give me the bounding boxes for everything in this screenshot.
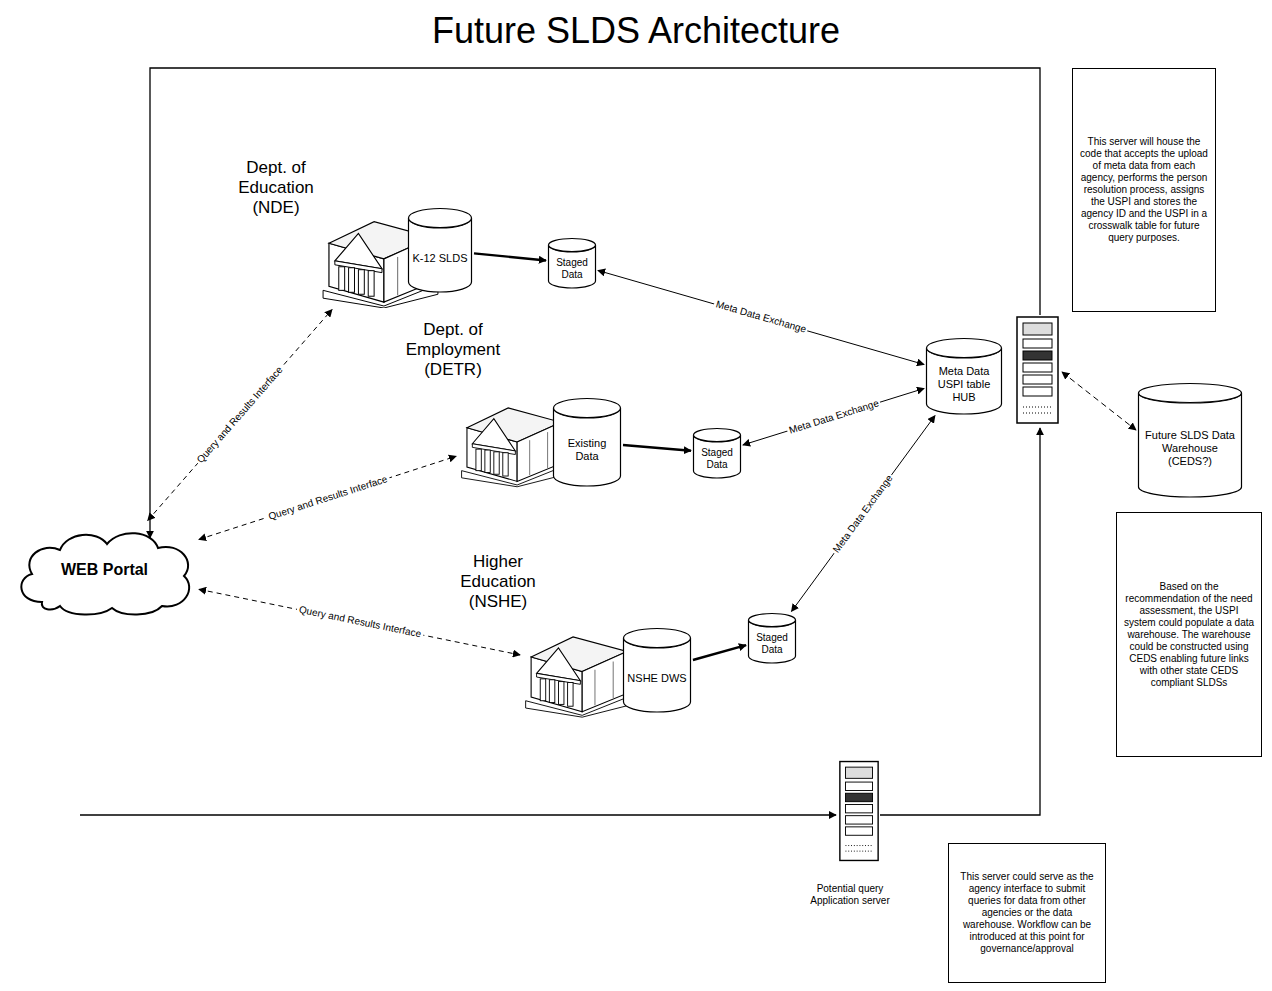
node-text: Staged Data: [748, 620, 796, 655]
hub-server: [1017, 317, 1058, 423]
hub-cylinder: Meta Data USPI table HUB: [926, 338, 1002, 414]
connector-label: Query and Results Interface: [295, 603, 423, 640]
cylinder-top: [554, 399, 621, 418]
portal-feed-line: [150, 68, 1040, 538]
agency-heading: Dept. of Employment (DETR): [396, 320, 510, 380]
connector: [474, 253, 546, 260]
connector: [693, 645, 746, 660]
connector: [598, 270, 924, 364]
cylinder-top: [409, 209, 472, 228]
agency-building: Higher Education (NSHE)NSHE DWS: [522, 612, 636, 722]
cylinder-top: [549, 239, 596, 252]
staged-data-cylinder: Staged Data: [748, 613, 796, 663]
node-text: WEB Portal: [53, 560, 156, 580]
note-box: This server could serve as the agency in…: [948, 843, 1106, 983]
cylinder-top: [694, 429, 741, 442]
staged-data-cylinder: Staged Data: [548, 238, 596, 288]
connector-label: Meta Data Exchange: [785, 396, 882, 436]
node-text: K-12 SLDS: [409, 236, 470, 265]
node-text: Staged Data: [548, 245, 596, 280]
connector-label: Meta Data Exchange: [830, 471, 897, 557]
connector: [199, 456, 456, 539]
node-text: This server will house the code that acc…: [1079, 136, 1209, 244]
database-cylinder: NSHE DWS: [623, 628, 691, 712]
connector: [743, 388, 924, 444]
note-box: This server will house the code that acc…: [1072, 68, 1216, 312]
cylinder-top: [749, 614, 796, 627]
query-to-hub-line: [880, 428, 1040, 815]
database-cylinder: Existing Data: [553, 398, 621, 486]
node-text: Meta Data USPI table HUB: [926, 349, 1002, 404]
cylinder-body: [409, 218, 472, 292]
cylinder-body: [1139, 393, 1242, 497]
warehouse-link: [1062, 372, 1136, 430]
agency-building: Dept. of Employment (DETR)Existing Data: [458, 380, 570, 495]
query-server: [840, 762, 878, 861]
connector: [792, 416, 935, 612]
node-text: Staged Data: [693, 435, 741, 470]
note-box: Based on the recommendation of the need …: [1116, 512, 1262, 757]
node-text: This server could serve as the agency in…: [955, 871, 1099, 955]
node-text: NSHE DWS: [624, 656, 689, 685]
cloud-shape: [21, 533, 189, 614]
connector-label: Query and Results Interface: [265, 472, 391, 523]
nshe-building: [526, 637, 633, 717]
node-text: Existing Data: [553, 421, 621, 463]
warehouse-cylinder: Future SLDS Data Warehouse (CEDS?): [1138, 383, 1242, 497]
connector: [623, 445, 691, 451]
diagram-title: Future SLDS Architecture: [0, 10, 1272, 52]
web-portal-cloud: WEB Portal: [12, 522, 197, 618]
connector-label: Query and Results Interface: [193, 363, 287, 468]
node-text: Future SLDS Data Warehouse (CEDS?): [1138, 413, 1242, 468]
server-node: Potential query Application server: [800, 757, 900, 907]
node-text: Potential query Application server: [800, 883, 900, 907]
cylinder-body: [554, 408, 621, 486]
agency-input-line: [80, 814, 836, 815]
connector: [148, 310, 332, 521]
cylinder-top: [624, 629, 691, 648]
connector-label: Meta Data Exchange: [713, 298, 810, 337]
cylinder-top: [927, 339, 1002, 358]
cylinder-top: [1139, 384, 1242, 403]
detr-building: [462, 408, 567, 487]
cylinder-body: [624, 638, 691, 712]
database-cylinder: K-12 SLDS: [408, 208, 472, 292]
cylinder-outline: [623, 628, 691, 712]
cylinder-outline: [408, 208, 472, 292]
agency-heading: Higher Education (NSHE): [448, 552, 548, 612]
agency-heading: Dept. of Education (NDE): [230, 158, 322, 218]
agency-building: Dept. of Education (NDE)K-12 SLDS: [318, 200, 443, 308]
node-text: Based on the recommendation of the need …: [1123, 581, 1255, 689]
staged-data-cylinder: Staged Data: [693, 428, 741, 478]
